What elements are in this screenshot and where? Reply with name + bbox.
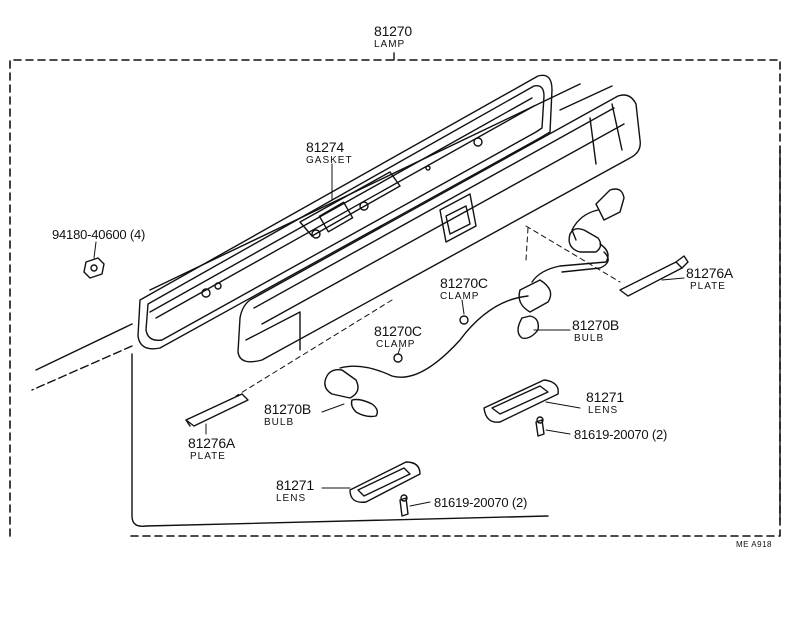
assembly-boundary [9, 59, 781, 537]
plate-bracket-left [185, 393, 249, 427]
lens-left-graphic [349, 461, 421, 503]
gasket-part-number: 81274 [306, 139, 344, 155]
leader-lines [93, 163, 685, 507]
gasket [137, 74, 553, 350]
plate-right-part-number: 81276A [686, 265, 734, 281]
diagram-code: ME A918 [736, 540, 772, 549]
clamp-upper-part-name: CLAMP [440, 291, 480, 302]
screw-left-graphic [399, 494, 409, 517]
screw-left-part-number: 81619-20070 (2) [434, 495, 528, 510]
lamp-part-name: LAMP [374, 39, 406, 50]
clamp-upper-part-number: 81270C [440, 275, 488, 291]
gasket-part-name: GASKET [306, 155, 353, 166]
screw-right-graphic [535, 416, 545, 437]
alignment-lines [235, 225, 621, 397]
wire-harness [324, 188, 625, 418]
lens-right-part-number: 81271 [586, 389, 624, 405]
lamp-housing [237, 94, 641, 363]
clamp-lower-part-number: 81270C [374, 323, 422, 339]
screw-right-part-number: 81619-20070 (2) [574, 427, 668, 442]
back-door-panel [31, 83, 781, 527]
clamp-lower-part-name: CLAMP [376, 339, 416, 350]
lamp-part-number: 81270 [374, 23, 412, 39]
lens-right-graphic [483, 379, 559, 423]
nut-part-number: 94180-40600 (4) [52, 227, 146, 242]
lens-left-part-name: LENS [276, 493, 307, 504]
plate-bracket-right [619, 255, 689, 297]
bulb-left-part-number: 81270B [264, 401, 312, 417]
nut-graphic [83, 257, 105, 279]
bulb-right-part-name: BULB [574, 333, 605, 344]
lens-right-part-name: LENS [588, 405, 619, 416]
bulb-left-part-name: BULB [264, 417, 295, 428]
plate-left-part-number: 81276A [188, 435, 236, 451]
bulb-right-part-number: 81270B [572, 317, 620, 333]
plate-right-part-name: PLATE [690, 281, 726, 292]
lens-left-part-number: 81271 [276, 477, 314, 493]
plate-left-part-name: PLATE [190, 451, 226, 462]
